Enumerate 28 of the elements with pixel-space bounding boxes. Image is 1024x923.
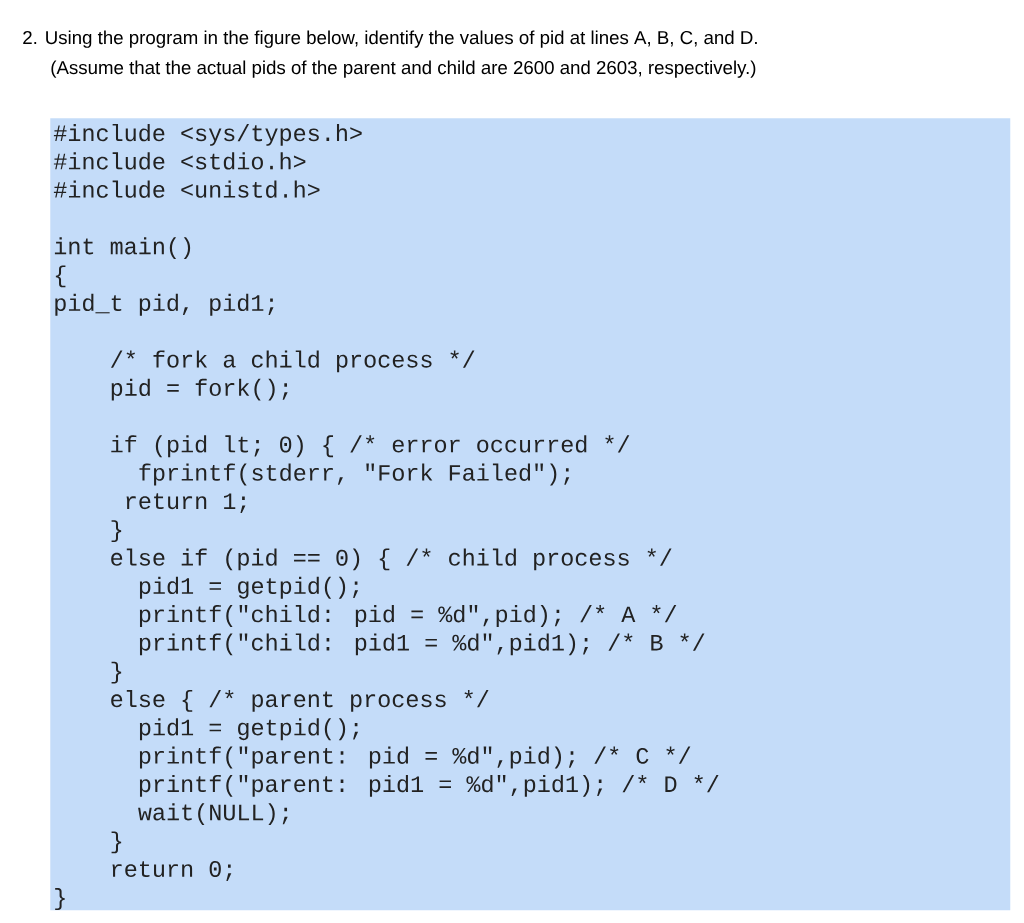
question-text: 2. Using the program in the figure below, identify the values of pid at lines A, B, C, and D. [23,30,757,48]
code-line: } [111,831,122,854]
code-line: #include <sys/types.h> [53,124,362,146]
code-line: pid1 = getpid(); [139,718,359,741]
code-panel [50,118,1011,911]
code-line: } [111,520,122,543]
code-line: { [55,265,66,288]
code-line: } [55,888,65,910]
code-line: else { /* parent process */ [111,690,489,712]
code-line: #include <stdio.h> [53,152,306,170]
code-line: printf("child: pid = %d",pid); /* A */ [139,605,677,627]
code-line: pid_t pid, pid1; [55,293,274,316]
code-line: int main() [54,237,191,260]
code-line: return 0; [112,861,232,881]
code-line: #include <unistd.h> [53,180,320,198]
code-line: } [111,661,122,684]
code-line: printf("parent: pid1 = %d",pid1); /* D */ [139,774,719,797]
code-line: /* fork a child process */ [110,350,475,373]
code-line: fprintf(stderr, "Fork Failed"); [139,463,570,486]
code-line: return 1; [126,493,246,514]
question-text: (Assume that the actual pids of the parent and child are 2600 and 2603, respectively.) [51,60,756,78]
code-line: else if (pid == 0) { /* child process */ [111,548,672,571]
code-line: wait(NULL); [138,803,288,826]
code-line: pid1 = getpid(); [139,576,359,599]
code-line: printf("child: pid1 = %d",pid1); /* B */ [139,633,705,656]
code-line: if (pid lt; 0) { /* error occurred */ [111,435,630,458]
code-line: printf("parent: pid = %d",pid); /* C */ [139,746,691,769]
code-line: pid = fork(); [111,378,288,401]
